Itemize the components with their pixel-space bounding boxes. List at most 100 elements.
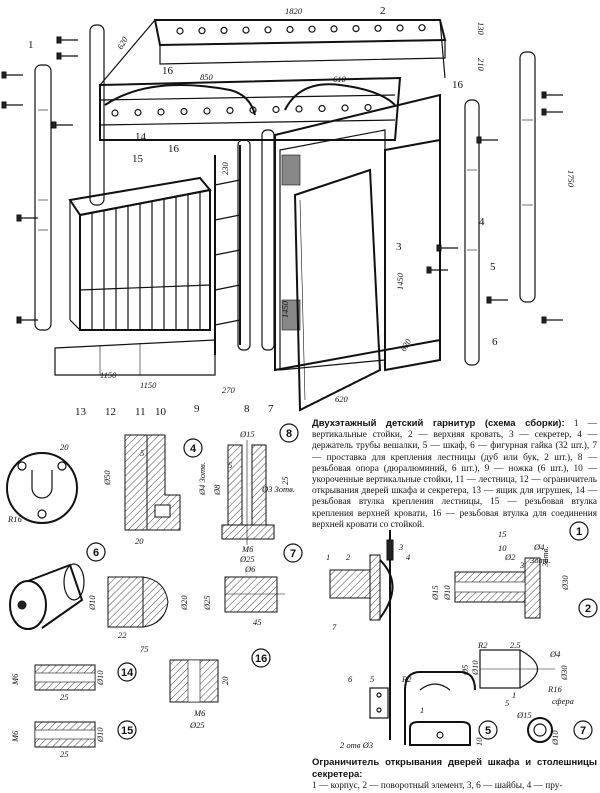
detail-dimension: 2.5: [510, 640, 521, 650]
assembly-dimension: 210: [476, 58, 486, 72]
callout-number: 16: [452, 79, 464, 91]
assembly-dimension: 130: [476, 22, 486, 36]
assembly-dimension: 620: [398, 336, 413, 353]
detail-dimension: 75: [140, 644, 149, 654]
detail-dimension: Ø15: [239, 429, 255, 439]
detail-r1: [454, 557, 541, 619]
detail-15: [34, 721, 96, 748]
detail-dimension: R2: [477, 640, 488, 650]
bed-hole: [111, 109, 119, 117]
detail-label-circle: [573, 720, 593, 740]
callout-number: 10: [155, 406, 167, 418]
detail-dimension: 7: [332, 622, 337, 632]
callout-number: 14: [135, 131, 147, 143]
detail-8: [221, 440, 275, 545]
detail-label-circle: [117, 720, 137, 740]
screw-head: [16, 316, 22, 324]
callout-number: 7: [268, 403, 274, 415]
detail-dimension: 3: [398, 542, 403, 552]
caption-main-title: Двухэтажный детский гарнитур (схема сбор…: [312, 418, 565, 429]
detail-dimension: Ø25: [239, 554, 255, 564]
detail-dimension: 25: [60, 749, 69, 759]
detail-label-circle: [478, 720, 498, 740]
detail-dimension: M6: [10, 730, 20, 743]
detail-dimension: Ø10: [95, 727, 105, 743]
detail-dimension: 20: [60, 442, 69, 452]
detail-label: 2: [585, 603, 591, 615]
caption-bottom-text: 1 — корпус, 2 — поворотный элемент, 3, 6…: [312, 781, 563, 792]
assembly-dimension: 1150: [100, 370, 117, 380]
caption-main: Двухэтажный детский гарнитур (схема сбор…: [312, 418, 597, 531]
bed-hole: [242, 26, 250, 34]
callout-number: 13: [75, 406, 87, 418]
detail-dimension: Ø10: [95, 670, 105, 686]
detail-dimension: Ø4: [549, 649, 561, 659]
screw-head: [56, 36, 62, 44]
ladder: [214, 145, 241, 355]
detail-dimension: R2: [401, 674, 412, 684]
upper-bed: [99, 19, 447, 141]
detail-r7: [527, 717, 553, 743]
bed-hole: [272, 105, 280, 114]
detail-label-circle: [86, 542, 106, 562]
detail-dimension: 10: [474, 737, 484, 746]
detail-dimension: 20: [135, 536, 144, 546]
detail-dimension: 5: [370, 674, 374, 684]
detail-label-circle: [251, 648, 271, 668]
detail-dimension: 5: [505, 698, 509, 708]
assembly-dimension: 270: [222, 385, 236, 395]
bed-hole: [220, 26, 228, 34]
detail-label-circle: [183, 438, 203, 458]
detail-dimension: Ø8: [212, 484, 222, 496]
detail-dimension: Ø5: [460, 665, 470, 676]
screw-head: [436, 244, 442, 252]
detail-dimension: 3: [519, 560, 524, 570]
detail-dimension: M6: [193, 708, 206, 718]
screw-head: [476, 136, 482, 144]
detail-label-circle: [279, 423, 299, 443]
bed-hole: [203, 107, 211, 115]
detail-dimension: 2: [346, 552, 351, 562]
detail-dimension: сфера: [552, 696, 574, 706]
screw-head: [1, 101, 7, 109]
detail-6: [9, 563, 285, 630]
detail-dimension: Ø10: [442, 585, 452, 601]
detail-dimension: Ø10: [550, 730, 560, 746]
bed-hole: [318, 104, 326, 113]
detail-dimension: Ø15: [516, 710, 532, 720]
callout-number: 15: [132, 153, 144, 165]
detail-label: 5: [485, 725, 491, 737]
detail-dimension: Ø2: [504, 552, 516, 562]
detail-dimension: M6: [241, 544, 254, 554]
detail-dimension: 3отв.: [529, 555, 550, 565]
detail-dimension: 5: [228, 460, 232, 470]
callout-number: 6: [492, 336, 498, 348]
callout-number: 3: [396, 241, 402, 253]
bed-hole: [134, 108, 142, 117]
bed-hole: [180, 107, 188, 116]
callout-number: 12: [105, 406, 116, 418]
detail-dimension: 15: [498, 529, 507, 539]
detail-dimension: 5: [140, 448, 144, 458]
detail-dimension: Ø25: [189, 720, 205, 730]
callout-number: 5: [490, 261, 496, 273]
assembly-dimension: 620: [115, 34, 130, 51]
bed-hole: [418, 24, 426, 32]
assembly-dimension: 1150: [140, 380, 157, 390]
detail-dimension: Ø6: [244, 564, 256, 574]
callout-number: 1: [28, 39, 34, 51]
detail-dimension: 25: [60, 692, 69, 702]
screw-head: [16, 214, 22, 222]
assembly-dimension: 1750: [566, 170, 576, 188]
detail-dimension: M6: [10, 673, 20, 686]
bed-hole: [364, 103, 372, 112]
detail-label-circle: [117, 662, 137, 682]
detail-dimension: 20: [220, 676, 230, 685]
detail-label: 7: [290, 548, 296, 560]
screw-head: [426, 266, 432, 274]
detail-dimension: R16: [7, 514, 22, 524]
bed-hole: [374, 24, 382, 32]
detail-dimension: 22: [118, 630, 127, 640]
detail-r5: [409, 721, 471, 746]
